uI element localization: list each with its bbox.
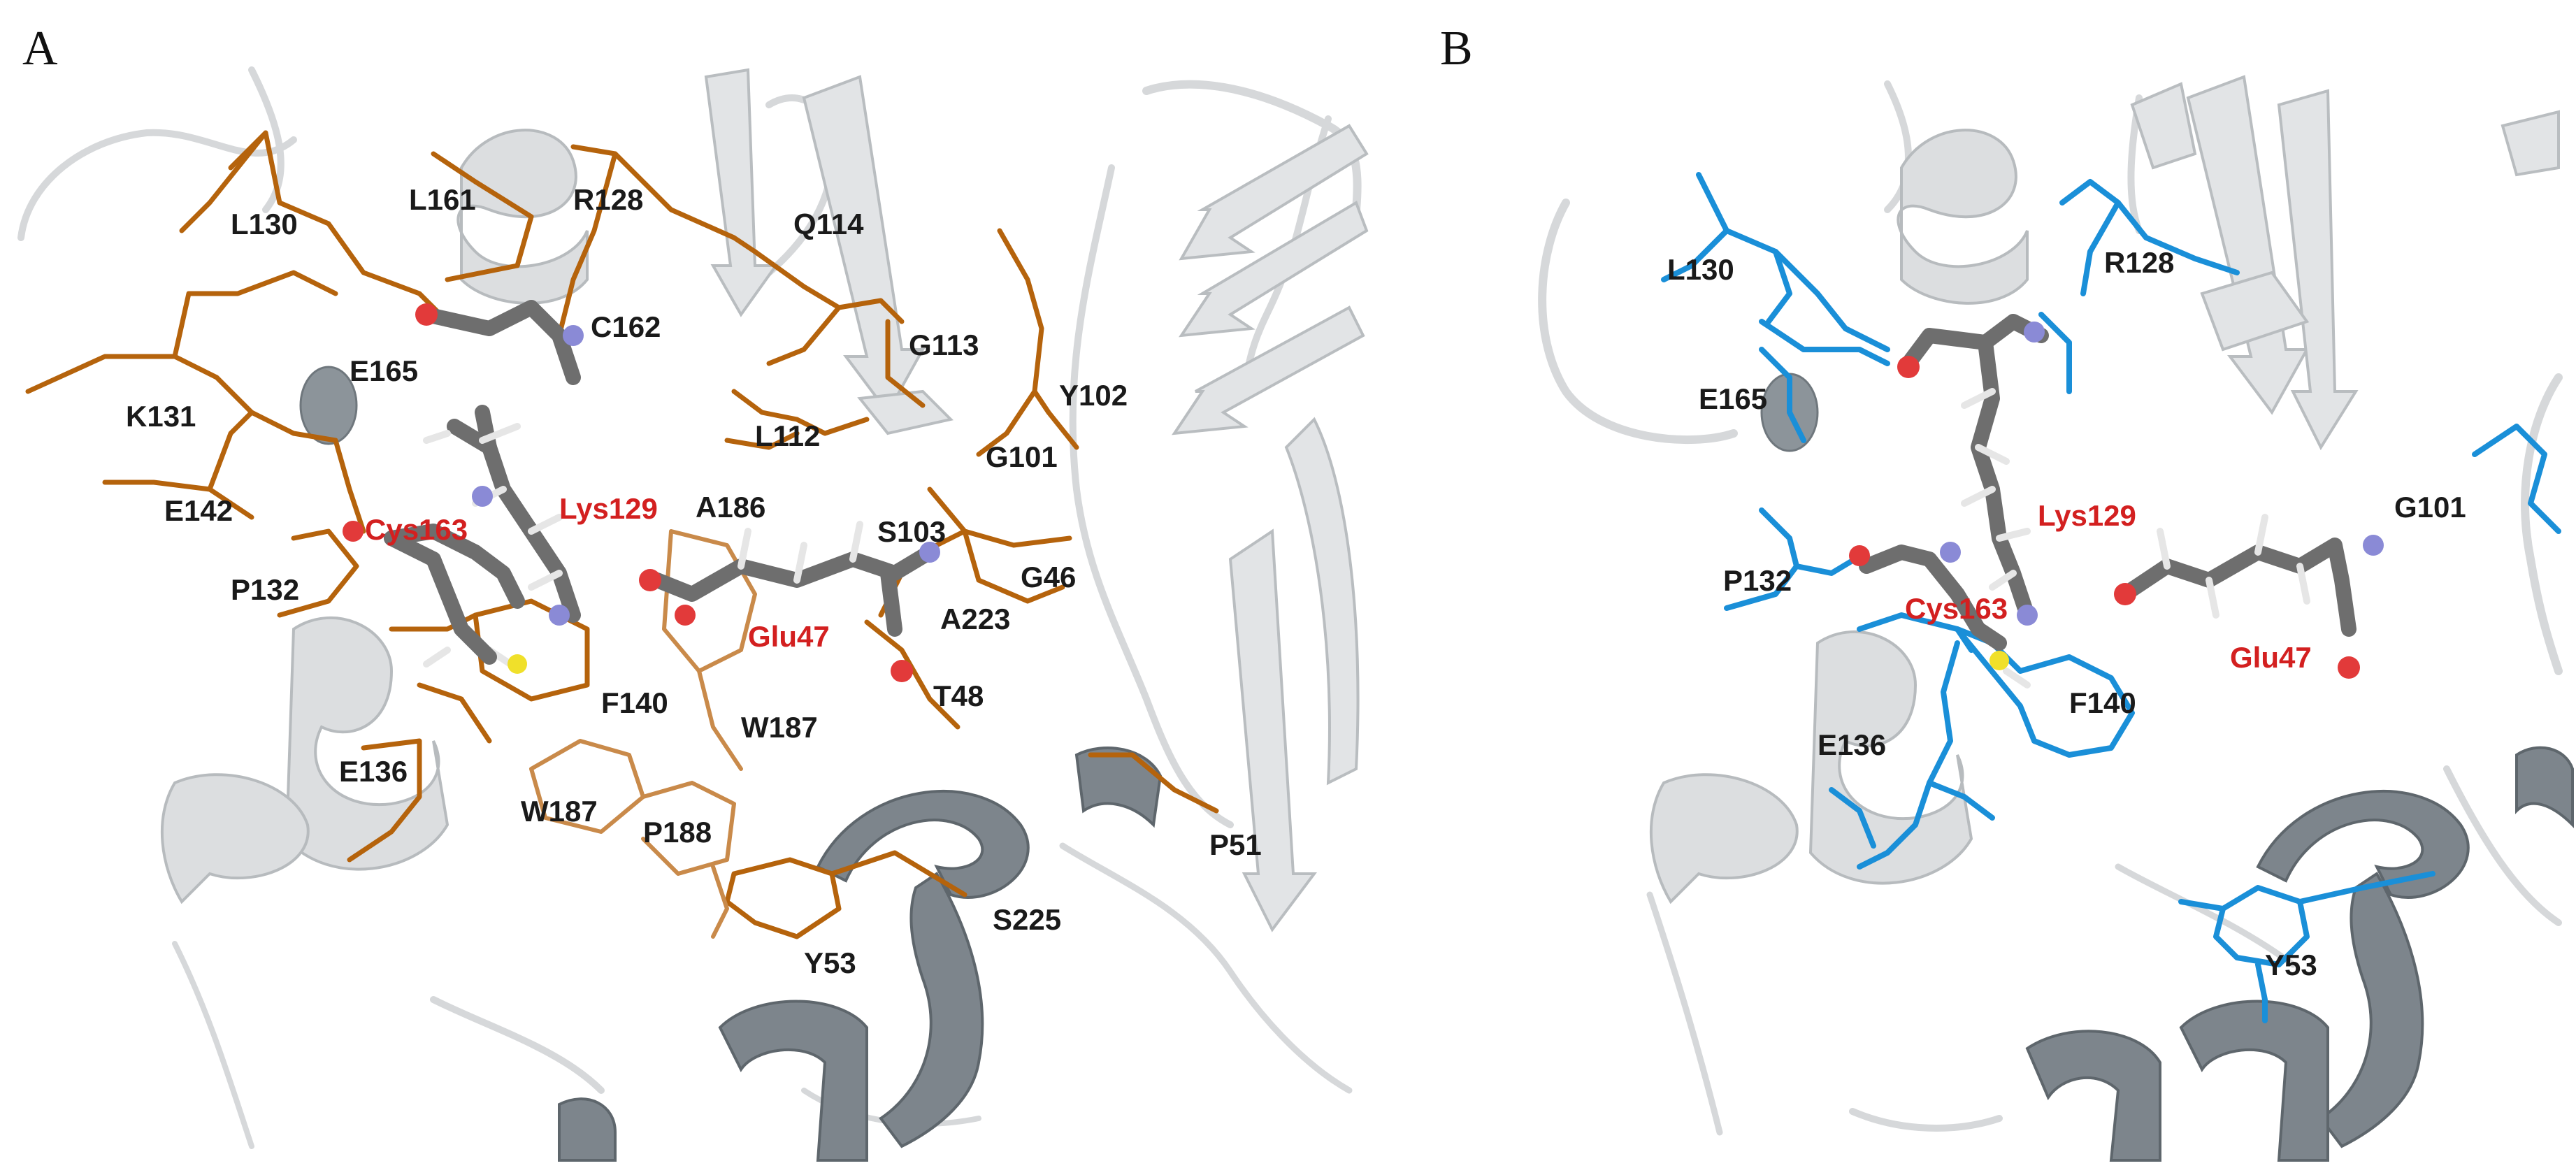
label-P51: P51 <box>1209 828 1262 861</box>
label-G113: G113 <box>909 329 979 361</box>
label-lys129-a: Lys129 <box>559 492 658 525</box>
panel-b: B <box>1440 22 2574 1162</box>
label-A186: A186 <box>696 491 765 524</box>
panel-letter-b: B <box>1440 22 1473 75</box>
panel-a: A <box>17 22 1369 1162</box>
label-L112: L112 <box>755 419 820 452</box>
ligand-sticks-a <box>343 300 940 682</box>
label-C162: C162 <box>591 310 661 343</box>
label-E136: E136 <box>339 755 408 788</box>
label-W187-lower: W187 <box>521 795 598 828</box>
label-R128: R128 <box>573 183 643 216</box>
label-Y53-b: Y53 <box>2265 949 2317 981</box>
label-E142: E142 <box>164 494 233 527</box>
label-L161: L161 <box>409 183 476 216</box>
ligand-labels-b: Lys129 Cys163 Glu47 <box>1905 499 2312 674</box>
residue-labels-a: L130 L161 R128 Q114 C162 E165 G113 K131 … <box>126 183 1262 979</box>
label-E165-b: E165 <box>1699 382 1767 415</box>
label-cys163-a: Cys163 <box>365 513 468 546</box>
label-E136-b: E136 <box>1818 728 1886 761</box>
label-R128-b: R128 <box>2104 246 2174 279</box>
label-Y53: Y53 <box>804 946 856 979</box>
label-glu47-b: Glu47 <box>2230 641 2312 674</box>
label-T48: T48 <box>933 679 984 712</box>
label-S103: S103 <box>877 515 946 548</box>
label-A223: A223 <box>940 603 1010 635</box>
label-P132-b: P132 <box>1723 564 1792 597</box>
label-G101: G101 <box>986 440 1058 473</box>
label-E165: E165 <box>350 354 418 387</box>
label-L130-b: L130 <box>1667 253 1734 286</box>
label-Q114: Q114 <box>793 208 864 240</box>
label-F140: F140 <box>601 686 668 719</box>
label-F140-b: F140 <box>2069 686 2136 719</box>
label-cys163-b: Cys163 <box>1905 592 2008 625</box>
label-lys129-b: Lys129 <box>2038 499 2136 532</box>
residue-sticks-a <box>25 130 1219 939</box>
label-K131: K131 <box>126 400 196 433</box>
ligand-labels-a: Cys163 Lys129 Glu47 <box>365 492 830 653</box>
label-L130: L130 <box>231 208 298 240</box>
label-glu47-a: Glu47 <box>748 620 830 653</box>
residue-labels-b: L130 R128 E165 G101 P132 F140 E136 Y53 <box>1667 246 2466 981</box>
ligand-sticks-b <box>1849 314 2384 688</box>
label-G101-b: G101 <box>2394 491 2466 524</box>
label-P188: P188 <box>643 816 712 849</box>
panel-letter-a: A <box>22 22 58 75</box>
protein-cartoon-b <box>1538 75 2574 1162</box>
label-S225: S225 <box>993 903 1061 936</box>
label-W187-upper: W187 <box>741 711 818 744</box>
label-Y102: Y102 <box>1059 379 1128 412</box>
label-P132: P132 <box>231 573 299 606</box>
protein-cartoon-a <box>17 66 1369 1162</box>
label-G46: G46 <box>1021 561 1076 593</box>
residue-sticks-b <box>1661 172 2561 1023</box>
